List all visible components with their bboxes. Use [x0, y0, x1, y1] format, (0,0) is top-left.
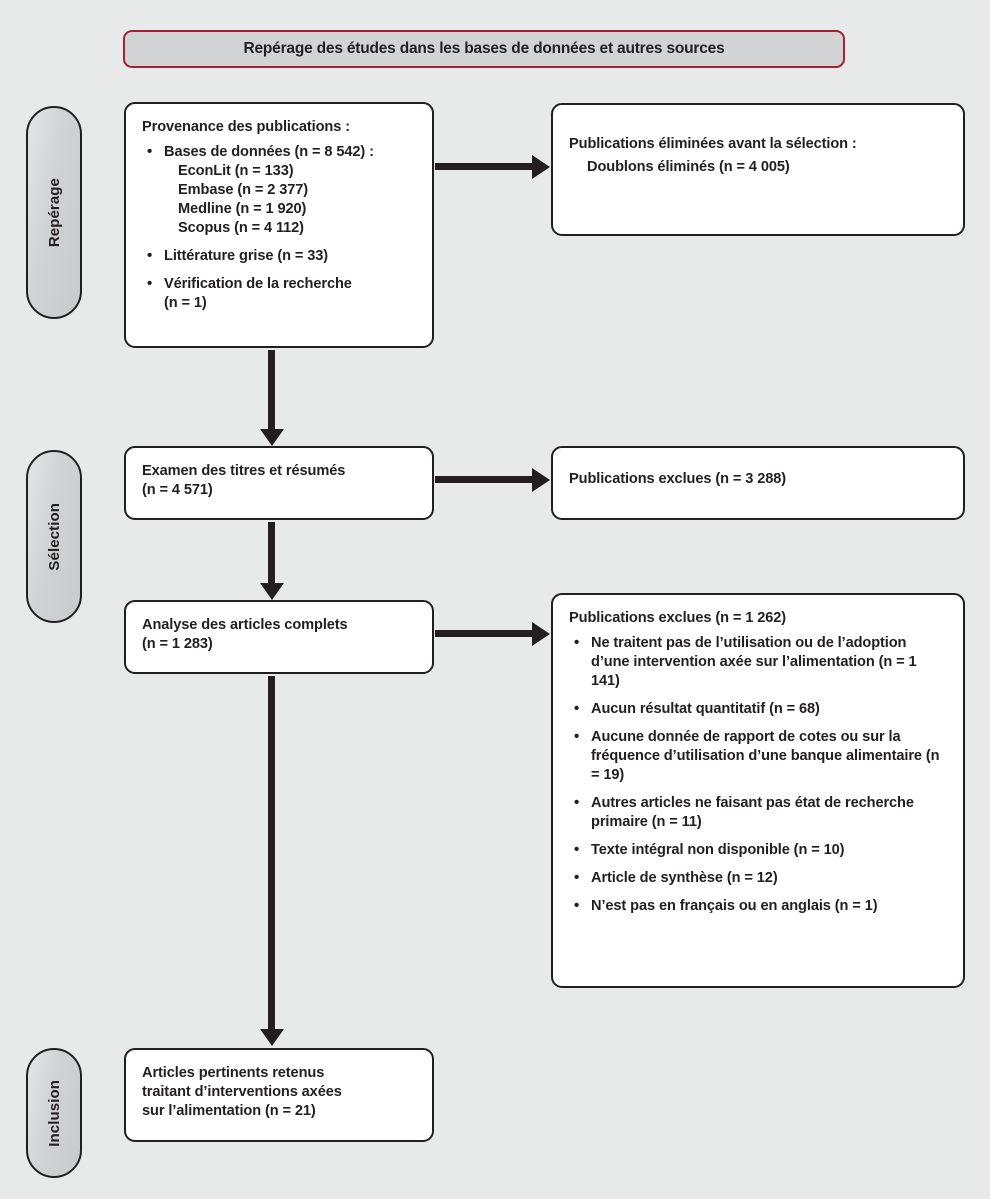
- fulltext-line-2: (n = 1 283): [142, 635, 213, 652]
- sources-bullet-2-count: (n = 1): [164, 294, 207, 311]
- screening-line-1: Examen des titres et résumés: [142, 463, 346, 479]
- box-fulltext-excluded-reasons: Publications exclues (n = 1 262) Ne trai…: [551, 593, 965, 988]
- stage-label-identification: Repérage: [45, 177, 63, 248]
- arrow-screening-to-fulltext: [268, 522, 275, 584]
- sources-database-sublist: EconLit (n = 133) Embase (n = 2 377) Med…: [164, 162, 416, 238]
- included-line-3: sur l’alimentation (n = 21): [142, 1102, 316, 1119]
- list-item: Aucune donnée de rapport de cotes ou sur…: [569, 727, 947, 785]
- box-studies-included: Articles pertinents retenus traitant d’i…: [124, 1048, 434, 1142]
- excluded-screening-text: Publications exclues (n = 3 288): [569, 471, 787, 487]
- list-item: Autres articles ne faisant pas état de r…: [569, 793, 947, 832]
- box-records-removed-before-screening: Publications éliminées avant la sélectio…: [551, 103, 965, 236]
- list-item: Texte intégral non disponible (n = 10): [569, 840, 947, 860]
- list-item: N’est pas en français ou en anglais (n =…: [569, 896, 947, 916]
- list-item: Aucun résultat quantitatif (n = 68): [569, 699, 947, 719]
- removed-duplicates: Doublons éliminés (n = 4 005): [587, 158, 790, 175]
- sources-title: Provenance des publications :: [142, 119, 350, 135]
- box-records-identified-content: Provenance des publications : Bases de d…: [126, 104, 432, 323]
- fulltext-line-1: Analyse des articles complets: [142, 617, 348, 633]
- list-item: EconLit (n = 133): [178, 162, 294, 179]
- arrow-screening-to-excluded: [435, 476, 533, 483]
- excluded-fulltext-title: Publications exclues (n = 1 262): [569, 610, 787, 626]
- box-records-screened-content: Examen des titres et résumés (n = 4 571): [126, 448, 432, 510]
- included-line-2: traitant d’interventions axées: [142, 1083, 342, 1100]
- stage-pill-screening: Sélection: [26, 450, 82, 623]
- list-item: Article de synthèse (n = 12): [569, 868, 947, 888]
- screening-line-2: (n = 4 571): [142, 481, 213, 498]
- box-records-removed-content: Publications éliminées avant la sélectio…: [553, 105, 963, 187]
- list-item: Scopus (n = 4 112): [178, 219, 304, 236]
- box-studies-included-content: Articles pertinents retenus traitant d’i…: [126, 1050, 432, 1131]
- stage-label-screening: Sélection: [45, 502, 63, 571]
- box-records-excluded-screening: Publications exclues (n = 3 288): [551, 446, 965, 520]
- sources-bullet-2-text: Vérification de la recherche: [164, 275, 352, 292]
- list-item: Medline (n = 1 920): [178, 200, 307, 217]
- list-item: Littérature grise (n = 33): [142, 246, 416, 266]
- stage-pill-inclusion: Inclusion: [26, 1048, 82, 1178]
- exclusion-reason-list: Ne traitent pas de l’utilisation ou de l…: [569, 633, 947, 916]
- arrow-identified-to-removed: [435, 163, 533, 170]
- list-item: Ne traitent pas de l’utilisation ou de l…: [569, 633, 947, 691]
- diagram-header-banner: Repérage des études dans les bases de do…: [123, 30, 845, 68]
- stage-pill-identification: Repérage: [26, 106, 82, 319]
- list-item: Vérification de la recherche (n = 1): [142, 274, 416, 313]
- arrow-identified-to-screening: [268, 350, 275, 430]
- box-records-identified: Provenance des publications : Bases de d…: [124, 102, 434, 348]
- list-item: Embase (n = 2 377): [178, 181, 309, 198]
- sources-bullet-list: Bases de données (n = 8 542) : EconLit (…: [142, 142, 416, 313]
- removed-title: Publications éliminées avant la sélectio…: [569, 136, 857, 152]
- stage-label-inclusion: Inclusion: [45, 1079, 63, 1147]
- box-fulltext-assessed: Analyse des articles complets (n = 1 283…: [124, 600, 434, 674]
- box-fulltext-assessed-content: Analyse des articles complets (n = 1 283…: [126, 602, 432, 664]
- arrow-fulltext-to-included: [268, 676, 275, 1030]
- box-records-screened: Examen des titres et résumés (n = 4 571): [124, 446, 434, 520]
- arrow-fulltext-to-excluded: [435, 630, 533, 637]
- banner-title: Repérage des études dans les bases de do…: [243, 40, 725, 57]
- included-line-1: Articles pertinents retenus: [142, 1065, 325, 1081]
- sources-bullet-0-text: Bases de données (n = 8 542) :: [164, 143, 374, 160]
- box-fulltext-excluded-content: Publications exclues (n = 1 262) Ne trai…: [553, 595, 963, 926]
- list-item: Bases de données (n = 8 542) : EconLit (…: [142, 142, 416, 238]
- box-records-excluded-screening-content: Publications exclues (n = 3 288): [553, 448, 963, 499]
